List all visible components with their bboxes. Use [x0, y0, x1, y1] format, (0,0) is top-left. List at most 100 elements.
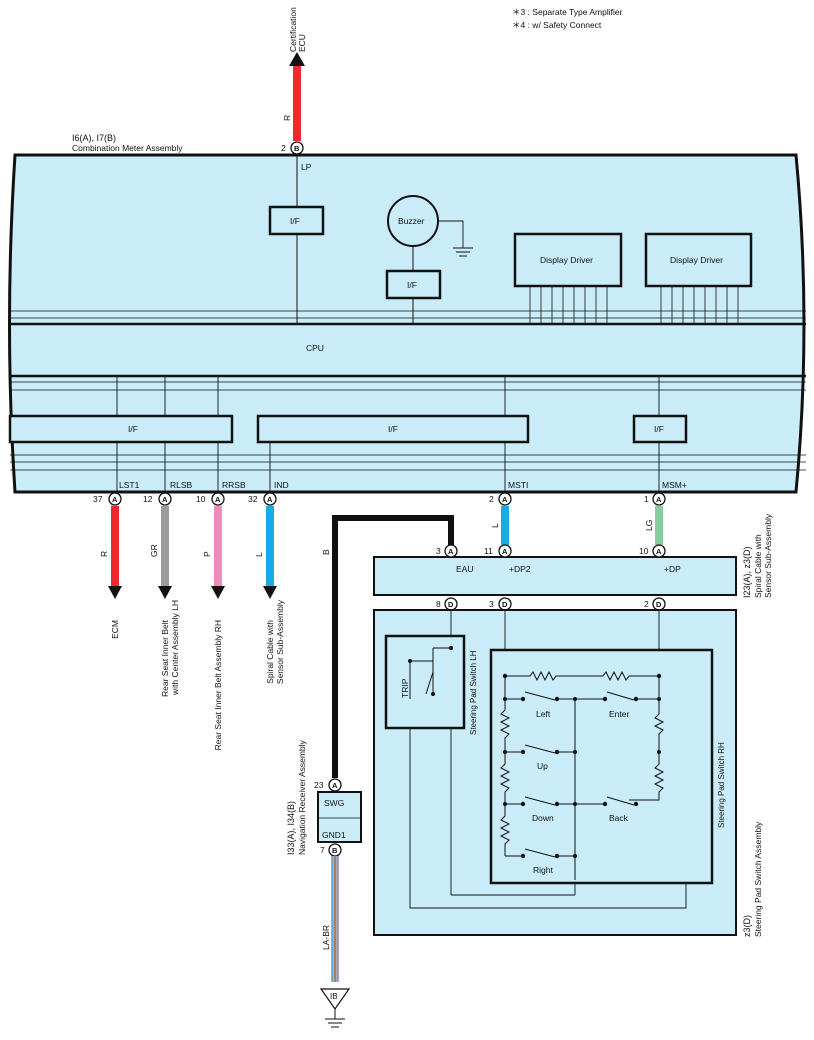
connector-nav-swg [328, 778, 342, 792]
pin-nav-swg: 23 [314, 780, 324, 790]
connector-letter-nav-gnd: B [332, 846, 338, 855]
destination-ecm-line1: ECM [110, 620, 120, 639]
nav-swg: SWG [324, 798, 344, 808]
pin-spiral-cable: 32 [248, 494, 258, 504]
arrow-ecm [108, 586, 122, 599]
wire-color-rear-belt-lh: GR [149, 544, 159, 557]
wire-spiral-cable [266, 506, 274, 586]
meter-assembly-label: Combination Meter Assembly [72, 143, 183, 153]
conn-letter-d2: D [656, 600, 662, 609]
arrow-rear-belt-lh [158, 586, 172, 599]
pin-label-ind: IND [274, 480, 289, 490]
switch-enter-label: Enter [609, 709, 629, 719]
steering-pad-switch-rh [489, 648, 714, 885]
pin-dp: 10 [639, 546, 649, 556]
switch-up-label: Up [537, 761, 548, 771]
connector-letter-nav-swg: A [332, 781, 338, 790]
wire-color-nav: LA-BR [321, 925, 331, 950]
spiral-dp: +DP [664, 564, 681, 574]
if-label-left: I/F [128, 424, 138, 434]
pin-dp2: 11 [484, 546, 493, 556]
pin-eau: 3 [436, 546, 441, 556]
connector-rear-belt-lh [158, 492, 172, 506]
switch-contacts [502, 673, 662, 859]
connector-letter-certification: B [294, 144, 300, 153]
spiral-name2: Sensor Sub-Assembly [763, 513, 773, 598]
switch-left-label: Left [536, 709, 551, 719]
connector-letter-rear-belt-lh: A [162, 495, 168, 504]
if-label-lp: I/F [290, 216, 300, 226]
destination-spiral-cable-line1: Spiral Cable with [265, 620, 275, 684]
ground-symbol-ib [325, 1009, 345, 1028]
destination-rear-belt-rh-line1: Rear Seat Inner Belt Assembly RH [213, 620, 223, 750]
wire-color-rear-belt-rh: P [202, 551, 212, 557]
switch-down-label: Down [532, 813, 554, 823]
lp-terminal-label: LP [301, 162, 312, 172]
connector-letter-msm: A [656, 495, 662, 504]
spiral-cable-box [373, 556, 737, 596]
connector-letter-rear-belt-rh: A [215, 495, 221, 504]
if-box-right [632, 414, 688, 444]
wire-certification [293, 62, 301, 141]
spiral-dp2: +DP2 [509, 564, 531, 574]
conn-letter-dp2: A [502, 547, 508, 556]
steering-lh-label: Steering Pad Switch LH [469, 650, 478, 735]
spiral-connector-label: I23(A), z3(D) [742, 546, 752, 598]
pin-certification: 2 [281, 143, 286, 153]
connector-spiral-cable [263, 492, 277, 506]
ground-ib-label: IB [330, 992, 338, 1001]
certification-ecu-line1: Certification [288, 7, 298, 52]
conn-letter-d8: D [448, 600, 454, 609]
connector-ecm [108, 492, 122, 506]
pin-d3: 3 [489, 599, 494, 609]
if-label-center: I/F [388, 424, 398, 434]
if-label-buzzer: I/F [407, 280, 417, 290]
certification-ecu-line2: ECU [297, 34, 307, 52]
pin-label-lst1: LST1 [119, 480, 140, 490]
connector-msm [652, 492, 666, 506]
pin-d8: 8 [436, 599, 441, 609]
pin-msti: 2 [489, 494, 494, 504]
if-box-buzzer [385, 269, 442, 300]
if-box-center [256, 414, 530, 444]
connector-msti [498, 492, 512, 506]
cpu-label: CPU [306, 343, 324, 353]
wire-black [332, 515, 454, 778]
nav-assembly-label: Navigation Receiver Assembly [297, 739, 307, 855]
connector-letter-msti: A [502, 495, 508, 504]
if-label-right: I/F [654, 424, 664, 434]
conn-letter-dp: A [656, 547, 662, 556]
arrow-rear-belt-rh [211, 586, 225, 599]
nav-gnd1: GND1 [322, 830, 346, 840]
pin-nav-gnd: 7 [320, 845, 325, 855]
switch-right-label: Right [533, 865, 553, 875]
wire-color-msti: L [490, 523, 500, 528]
wire-msm [655, 506, 663, 545]
arrow-spiral-cable [263, 586, 277, 599]
pin-rear-belt-lh: 12 [143, 494, 153, 504]
buzzer-label: Buzzer [398, 216, 425, 226]
pin-label-msm: MSM+ [662, 480, 687, 490]
wire-color-spiral-cable: L [254, 552, 264, 557]
connector-letter-ecm: A [112, 495, 118, 504]
display-driver-1-label: Display Driver [540, 255, 593, 265]
display-driver-1 [513, 232, 623, 288]
connector-letter-spiral-cable: A [267, 495, 273, 504]
pin-d2: 2 [644, 599, 649, 609]
steering-pad-switch-lh [384, 634, 466, 730]
destination-rear-belt-lh-line2: with Center Assembly LH [170, 600, 180, 696]
connector-rear-belt-rh [211, 492, 225, 506]
wire-color-certification: R [282, 115, 292, 121]
pin-msm: 1 [644, 494, 649, 504]
display-driver-2 [644, 232, 753, 288]
pin-label-rrsb: RRSB [222, 480, 246, 490]
wire-nav-ground [331, 856, 339, 982]
conn-letter-eau: A [448, 547, 454, 556]
wire-rear-belt-lh [161, 506, 169, 586]
wire-ecm [111, 506, 119, 586]
steering-rh-label: Steering Pad Switch RH [717, 742, 726, 828]
navigation-receiver-box [317, 791, 362, 843]
trip-label: TRIP [400, 678, 410, 698]
connector-certification [290, 141, 304, 155]
